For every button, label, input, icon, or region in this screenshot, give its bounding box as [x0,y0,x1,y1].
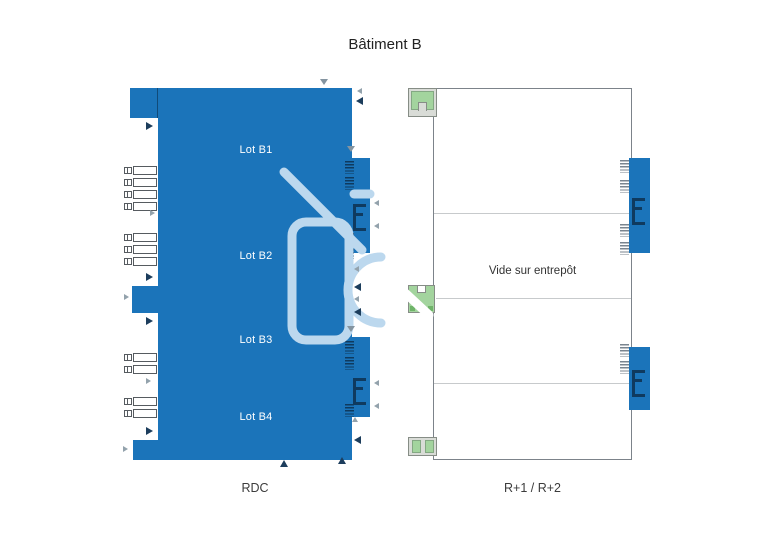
arrow-left-icon [354,296,359,302]
ladder-hatch-icon [345,233,354,246]
arrow-right-icon [146,122,153,130]
arrow-left-icon [374,403,379,409]
stairwell-mid-block [408,285,435,313]
ladder-hatch-icon [345,357,354,370]
building-annex-top-left [130,88,158,118]
truck-icon [124,178,157,187]
arrow-left-icon [356,97,363,105]
stair-corner [428,306,433,311]
arrow-down-icon [347,326,355,332]
truck-icon [124,190,157,199]
arrow-down-icon [347,146,355,152]
plan-caption-upper: R+1 / R+2 [504,481,561,495]
ladder-hatch-icon [620,344,629,357]
arrow-right-icon [146,378,151,384]
ladder-hatch-icon [620,160,629,173]
lot-b2-label: Lot B2 [239,250,273,262]
building-outline [433,88,632,460]
truck-icon [124,233,157,242]
stairwell-block-upper [629,158,650,253]
arrow-right-icon [146,427,153,435]
truck-icon [124,353,157,362]
building-annex-mid-left [132,286,158,313]
lot-b3-label: Lot B3 [239,334,273,346]
arrow-right-icon [124,294,129,300]
arrow-right-icon [146,317,153,325]
floor-divider-line [434,213,631,214]
truck-icon [124,257,157,266]
elevator-block [408,437,437,456]
ladder-hatch-icon [345,177,354,190]
truck-icon [124,365,157,374]
arrow-left-icon [354,266,359,272]
lot-b1-label: Lot B1 [239,144,273,156]
stair-notch [417,285,426,293]
arrow-left-icon [357,88,362,94]
lot-b4-label: Lot B4 [239,411,273,423]
arrow-left-icon [374,223,379,229]
floor-divider-line [436,298,631,299]
ladder-hatch-icon [345,341,354,354]
arrow-down-icon [320,79,328,85]
stair-notch [418,102,427,111]
arrow-right-icon [150,210,155,216]
arrow-right-icon [146,273,153,281]
arrow-left-icon [374,380,379,386]
stairs-icon [632,370,645,397]
arrow-up-icon [280,460,288,467]
arrow-up-icon [352,417,358,422]
ladder-hatch-icon [345,161,354,174]
truck-icon [124,397,157,406]
ladder-hatch-icon [620,242,629,255]
stairs-icon [632,198,645,225]
ladder-hatch-icon [345,404,354,417]
arrow-left-icon [374,200,379,206]
stairs-icon [353,378,366,405]
ladder-hatch-icon [620,224,629,237]
void-label: Vide sur entrepôt [488,265,577,277]
elevator-cell [412,440,421,453]
plan-caption-rdc: RDC [241,481,269,495]
building-annex-bottom-left [133,440,158,460]
floor-divider-line [434,383,631,384]
arrow-left-icon [354,436,361,444]
elevator-cell [425,440,434,453]
stair-annex-right-2 [352,337,370,417]
ladder-hatch-icon [345,246,354,259]
stairs-icon [353,204,366,231]
arrow-right-icon [123,446,128,452]
truck-icon [124,245,157,254]
arrow-up-icon [338,457,346,464]
stair-corner [410,306,415,311]
stairwell-top-block [408,88,437,117]
ladder-hatch-icon [620,361,629,374]
page-title: Bâtiment B [348,36,422,53]
truck-icon [124,166,157,175]
ladder-hatch-icon [620,180,629,193]
arrow-left-icon [354,308,361,316]
truck-icon [124,409,157,418]
truck-icon [124,202,157,211]
arrow-left-icon [354,283,361,291]
